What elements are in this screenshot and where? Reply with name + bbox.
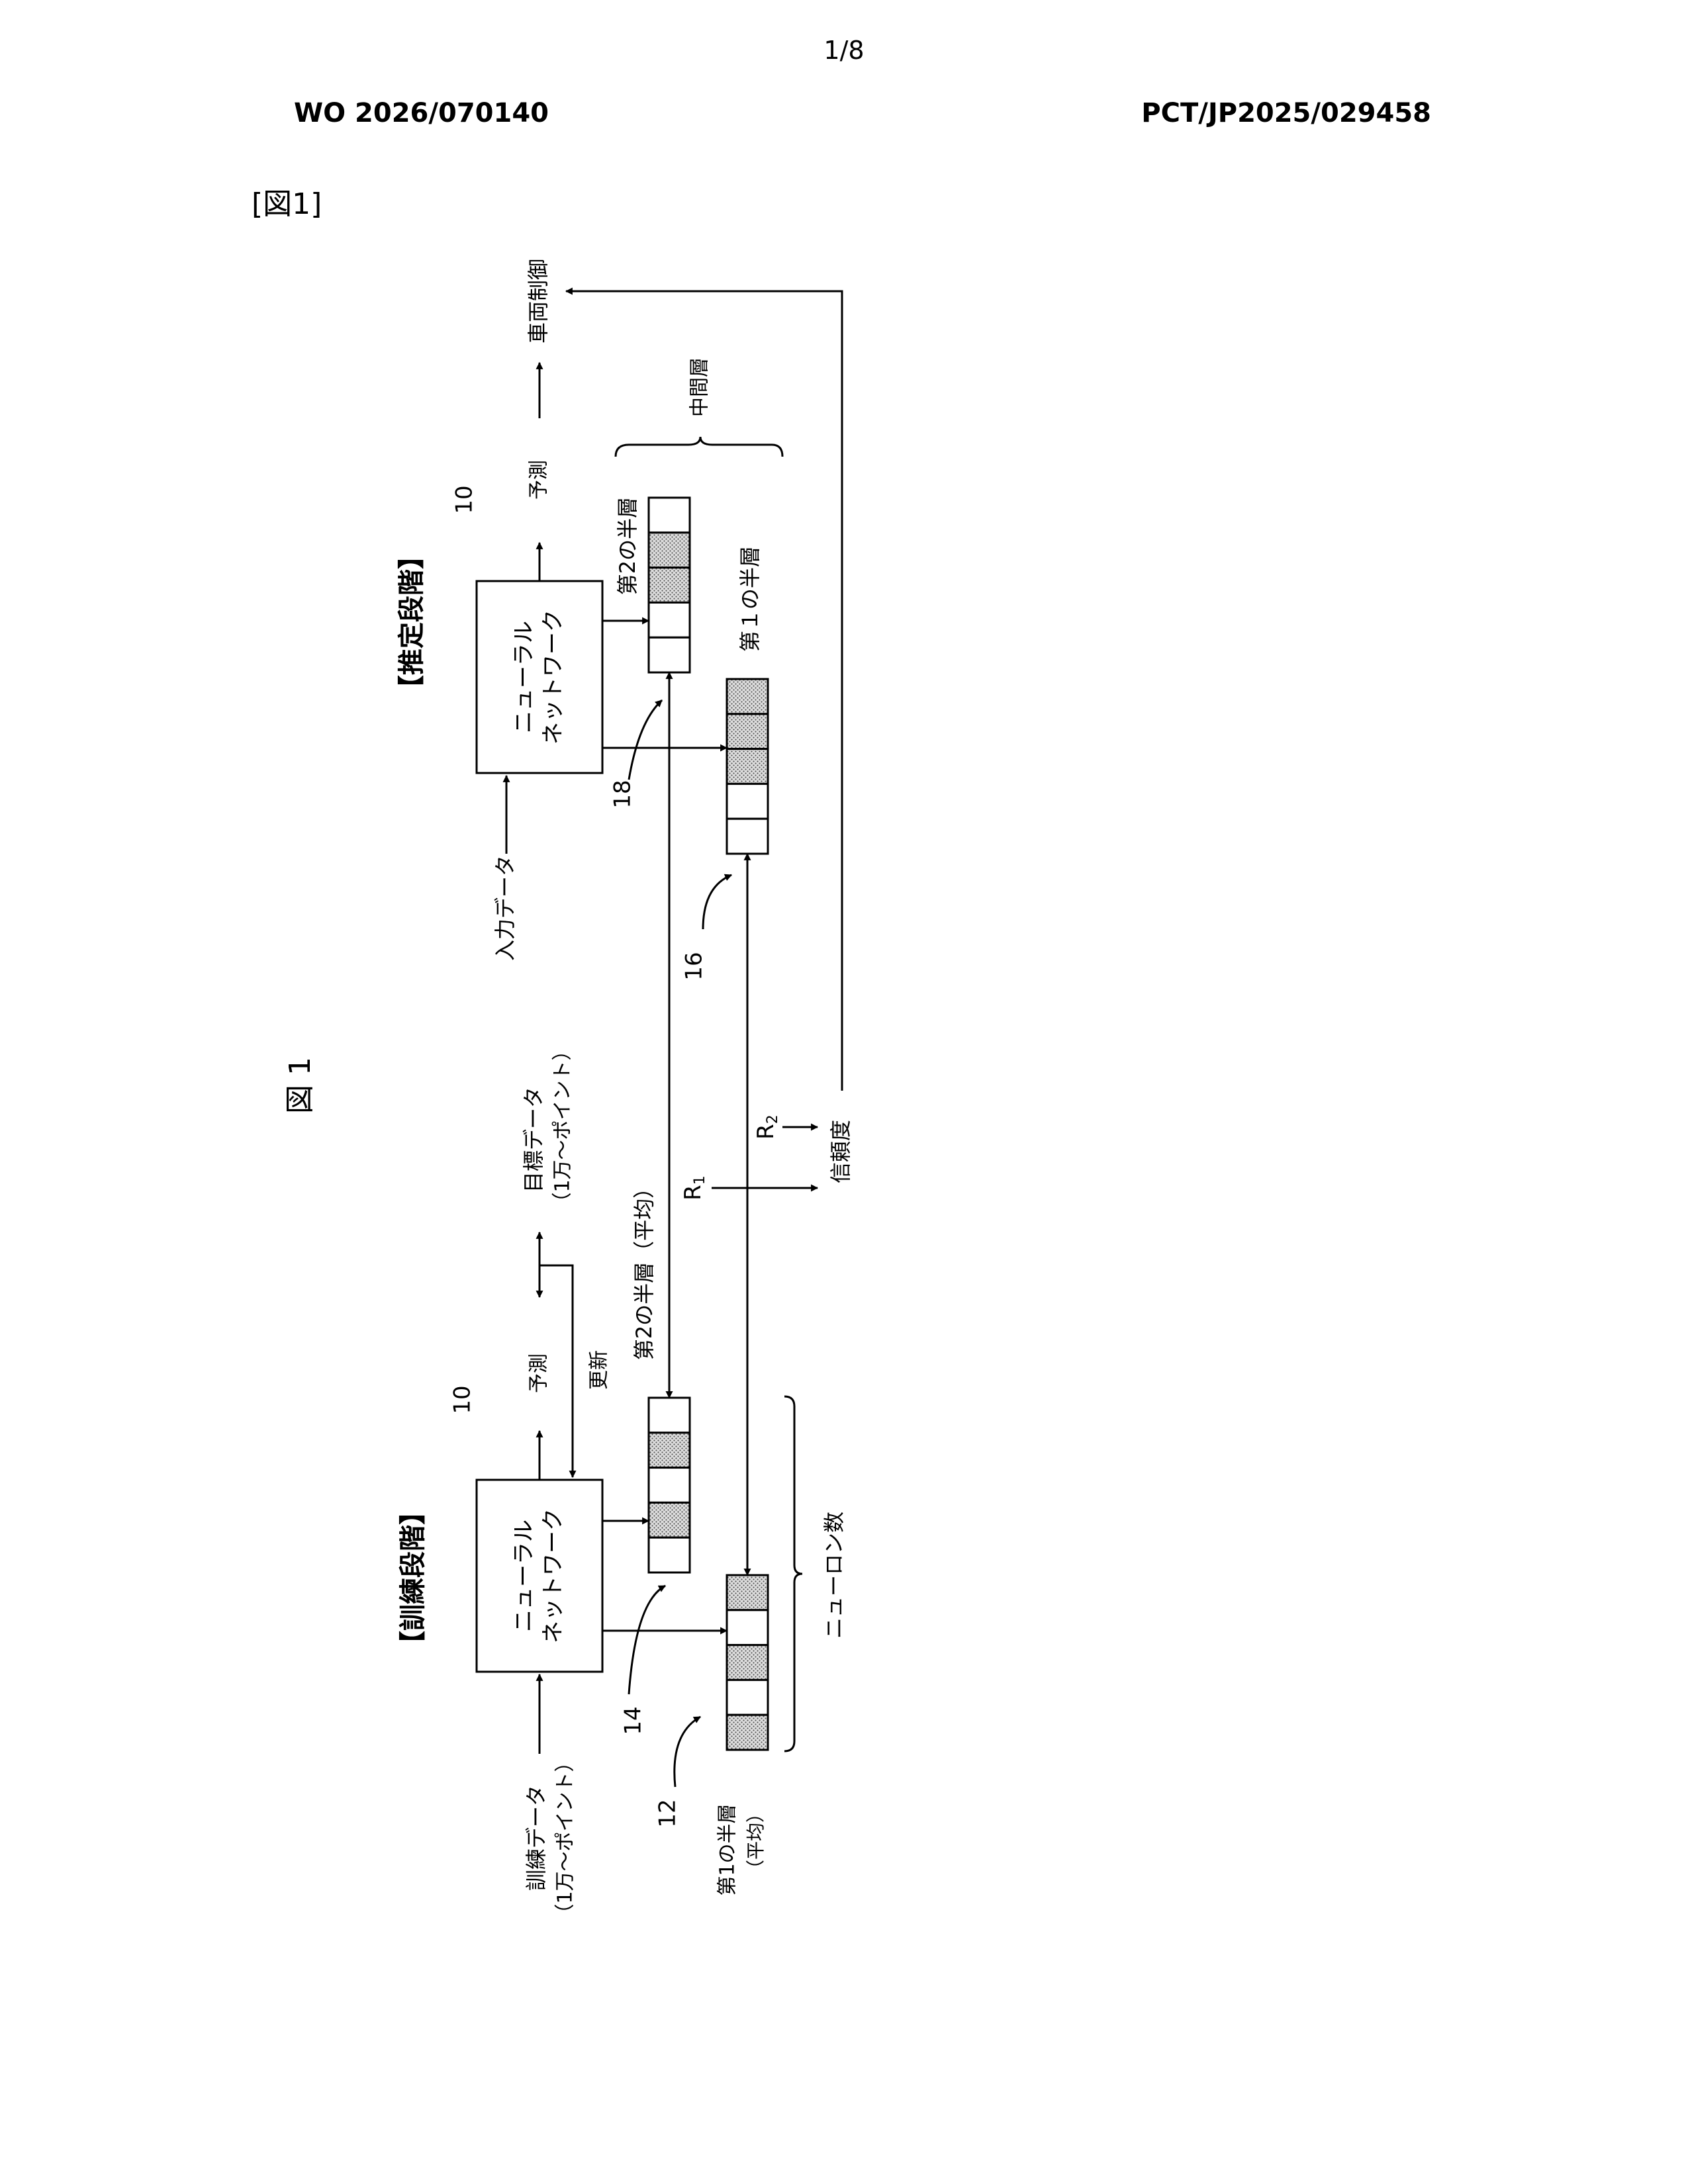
inference-first-half-cell-active xyxy=(727,749,768,784)
figure-title: 図 1 xyxy=(283,1057,317,1114)
training-target-label-line2: （1万～ポイント） xyxy=(551,1040,575,1212)
neuron-count-label: ニューロン数 xyxy=(821,1512,847,1639)
inference-ref18: 18 xyxy=(610,780,636,808)
inference-first-half-cell-inactive xyxy=(727,784,768,819)
training-network-label-line2: ネットワーク xyxy=(540,1508,567,1643)
neuron-count-bracket xyxy=(784,1396,802,1751)
intermediate-layer-label: 中間層 xyxy=(688,357,712,417)
inference-second-half-cell-inactive xyxy=(649,498,690,533)
inference-second-half-cell-active xyxy=(649,568,690,603)
training-first-half-cell-inactive xyxy=(727,1680,768,1715)
intermediate-layer-brace xyxy=(616,437,782,457)
training-first-half-label-line2: （平均） xyxy=(745,1804,767,1878)
inference-second-half-cell-inactive xyxy=(649,637,690,672)
inference-prediction-label: 予測 xyxy=(528,460,551,500)
training-second-half-cell-active xyxy=(649,1433,690,1468)
training-first-half-cell-inactive xyxy=(727,1610,768,1645)
inference-second-half-cell-inactive xyxy=(649,602,690,637)
training-first-half-cell-active xyxy=(727,1715,768,1750)
training-first-half-label-line1: 第1の半層 xyxy=(716,1803,739,1895)
training-network-ref: 10 xyxy=(449,1385,476,1414)
vehicle-control-label: 車両制御 xyxy=(526,259,551,343)
reliability-label: 信頼度 xyxy=(828,1120,853,1183)
training-input-label-line2: （1万～ポイント） xyxy=(554,1752,577,1923)
r1-label: R1 xyxy=(680,1175,709,1201)
training-first-half-cell-active xyxy=(727,1645,768,1680)
training-input-label-line1: 訓練データ xyxy=(524,1785,549,1891)
inference-ref16: 16 xyxy=(681,952,708,980)
inference-input-label: 入力データ xyxy=(492,855,518,961)
training-target-label-line1: 目標データ xyxy=(521,1087,546,1193)
training-network-label-line1: ニューラル xyxy=(511,1520,538,1632)
training-second-half-cell-active xyxy=(649,1502,690,1537)
training-stage-label: 【訓練段階】 xyxy=(398,1498,428,1657)
training-second-half-cell-inactive xyxy=(649,1398,690,1433)
r2-label: R2 xyxy=(753,1115,782,1140)
training-ref12: 12 xyxy=(655,1799,681,1827)
inference-stage-label: 【推定段階】 xyxy=(397,543,427,702)
training-second-half-label: 第2の半層（平均） xyxy=(632,1177,657,1360)
inference-network-label-line2: ネットワーク xyxy=(540,610,567,745)
inference-second-half-label: 第2の半層 xyxy=(615,497,640,595)
inference-first-half-label: 第１の半層 xyxy=(737,546,763,652)
inference-second-half-cell-active xyxy=(649,533,690,568)
inference-ref16-leader xyxy=(703,875,731,929)
training-ref14-leader xyxy=(629,1586,665,1694)
training-ref14: 14 xyxy=(620,1706,647,1735)
training-prediction-label: 予測 xyxy=(528,1353,551,1393)
training-ref12-leader xyxy=(675,1717,700,1787)
training-update-label: 更新 xyxy=(588,1350,611,1390)
training-first-half-cell-active xyxy=(727,1575,768,1610)
training-second-half-cell-inactive xyxy=(649,1537,690,1572)
inference-network-ref: 10 xyxy=(451,485,478,514)
inference-first-half-cell-inactive xyxy=(727,819,768,854)
inference-first-half-cell-active xyxy=(727,679,768,714)
inference-network-label-line1: ニューラル xyxy=(511,621,538,733)
training-second-half-cell-inactive xyxy=(649,1468,690,1503)
inference-ref18-leader xyxy=(629,700,662,780)
inference-first-half-cell-active xyxy=(727,714,768,749)
